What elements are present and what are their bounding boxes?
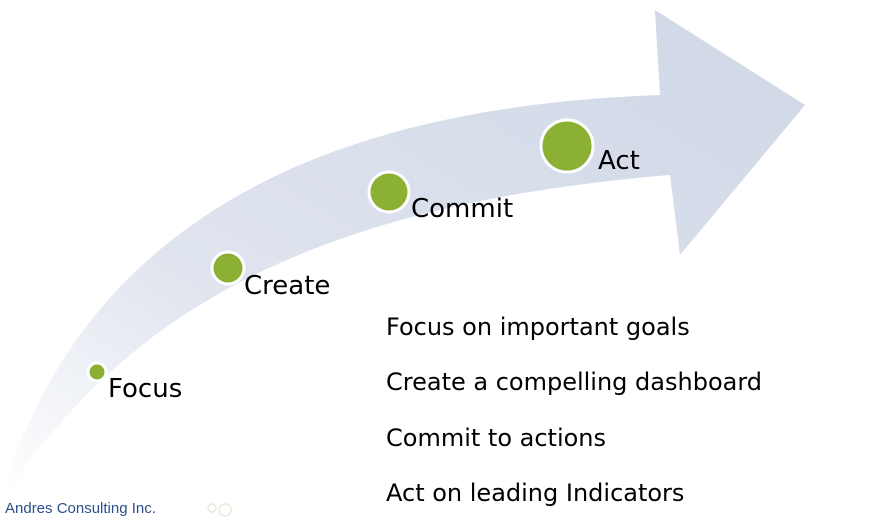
act-dot [539,118,595,174]
list-item: Commit to actions [386,424,607,452]
logo-mark [207,503,232,517]
curved-arrow-shape [0,10,805,500]
step-label-commit: Commit [411,194,514,224]
company-logo-text: Andres Consulting Inc. [5,500,156,517]
step-label-focus: Focus [108,374,183,404]
focus-dot [86,361,108,383]
step-dots [86,118,595,383]
list-item: Act on leading Indicators [386,479,685,507]
create-dot [210,250,246,286]
commit-dot [367,170,411,214]
step-label-create: Create [244,271,331,301]
list-item: Create a compelling dashboard [386,368,763,396]
step-label-act: Act [598,146,640,176]
list-item: Focus on important goals [386,313,690,341]
